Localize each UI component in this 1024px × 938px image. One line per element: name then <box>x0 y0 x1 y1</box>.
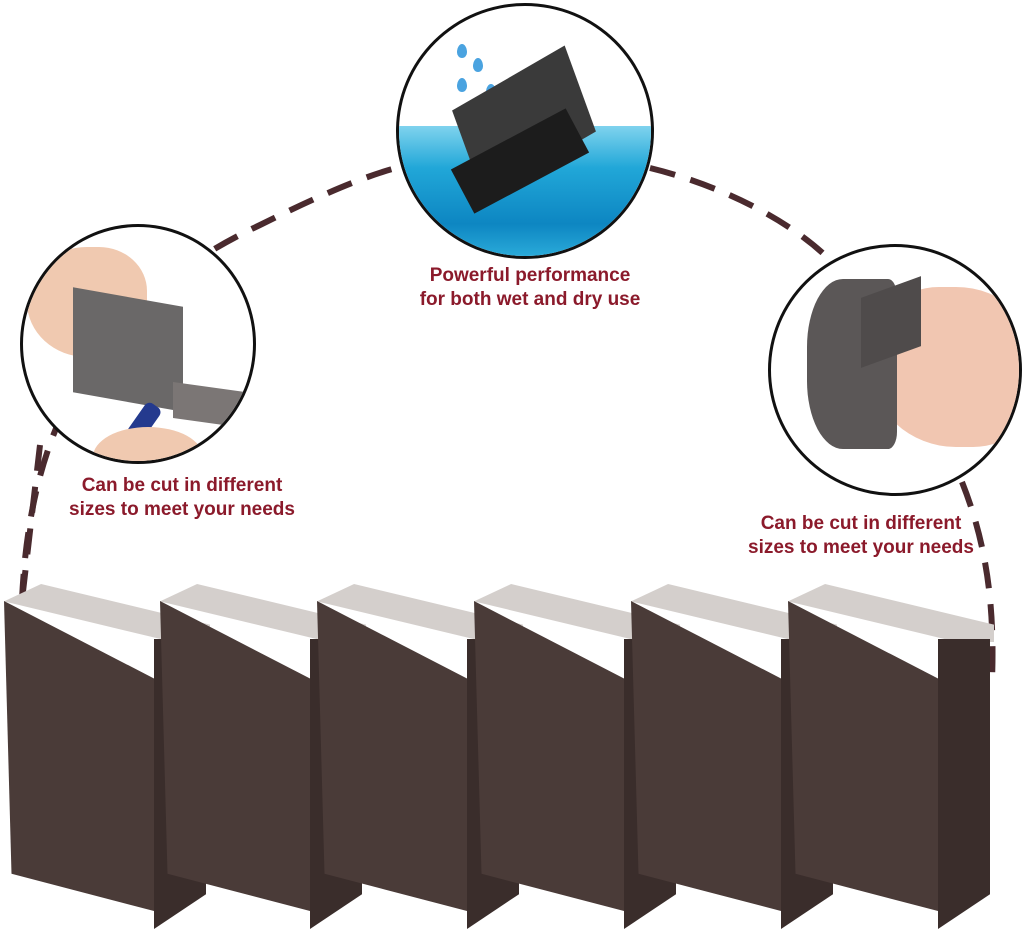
caption-line: for both wet and dry use <box>419 289 641 310</box>
cut-sizes-image-circle-left <box>20 224 256 464</box>
caption-line: sizes to meet your needs <box>748 537 974 558</box>
caption-line: Powerful performance <box>429 265 631 286</box>
caption-line: Can be cut in different <box>760 513 962 534</box>
water-droplet-icon <box>457 44 467 58</box>
caption-cut-left: Can be cut in different sizes to meet yo… <box>52 474 312 522</box>
caption-line: Can be cut in different <box>81 475 283 496</box>
wet-use-image-circle <box>396 3 654 259</box>
hand-bottom <box>93 427 203 461</box>
cut-sponge-piece <box>173 381 245 429</box>
caption-wet-dry: Powerful performance for both wet and dr… <box>408 264 652 312</box>
water-droplet-icon <box>457 78 467 92</box>
grey-sponge-block <box>73 287 183 412</box>
flexible-image-circle-right <box>768 244 1022 496</box>
caption-line: sizes to meet your needs <box>69 499 295 520</box>
water-droplet-icon <box>473 58 483 72</box>
caption-cut-right: Can be cut in different sizes to meet yo… <box>730 512 992 560</box>
